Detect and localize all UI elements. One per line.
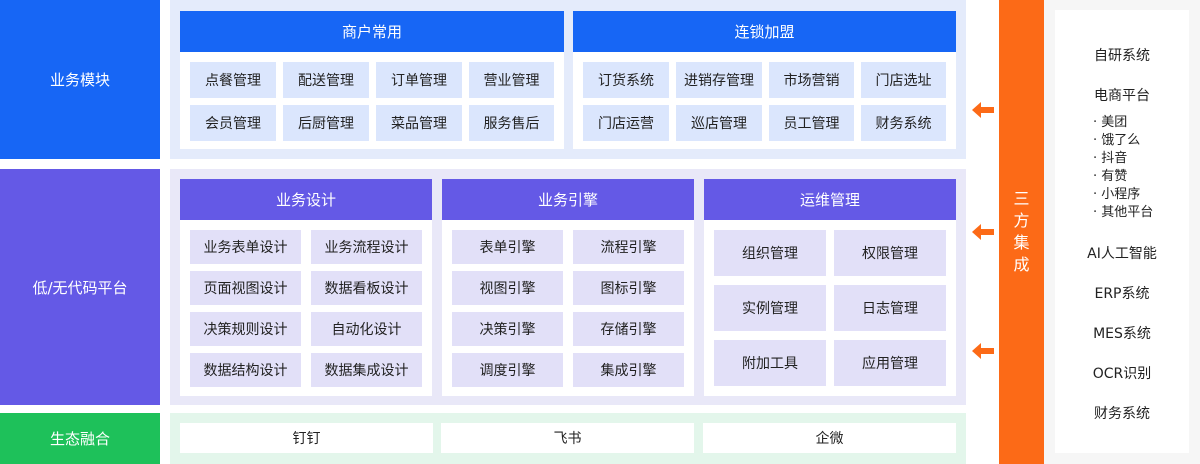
design-item: 业务流程设计 [311,230,422,264]
design-item: 页面视图设计 [190,271,301,305]
chain-header: 连锁加盟 [573,11,956,52]
chain-item: 订货系统 [583,62,669,98]
system-self-dev: 自研系统 [1094,48,1150,64]
engine-item: 视图引擎 [452,271,563,305]
layer-label-business: 业务模块 [0,0,160,159]
systems-panel [1055,10,1189,453]
chain-item: 员工管理 [769,105,854,141]
merchant-item: 营业管理 [469,62,554,98]
ops-item: 权限管理 [834,230,946,276]
engine-item: 图标引擎 [573,271,684,305]
platform-item: · 美团 [1093,115,1128,130]
engine-header: 业务引擎 [442,179,694,220]
arrow-left-icon [972,102,994,118]
third-party-char: 集 [1013,233,1030,252]
design-item: 自动化设计 [311,312,422,346]
engine-item: 存储引擎 [573,312,684,346]
design-item: 决策规则设计 [190,312,301,346]
design-item: 业务表单设计 [190,230,301,264]
layer-label-lowcode: 低/无代码平台 [0,169,160,405]
engine-item: 调度引擎 [452,353,563,387]
system-finance: 财务系统 [1094,406,1150,422]
merchant-item: 菜品管理 [376,105,462,141]
platform-item: · 饿了么 [1093,133,1141,148]
chain-item: 门店运营 [583,105,669,141]
merchant-item: 点餐管理 [190,62,276,98]
engine-item: 流程引擎 [573,230,684,264]
engine-item: 决策引擎 [452,312,563,346]
chain-item: 市场营销 [769,62,854,98]
third-party-char: 成 [1013,255,1030,274]
eco-item-wecom: 企微 [703,423,956,453]
system-ocr: OCR识别 [1092,366,1152,382]
design-item: 数据结构设计 [190,353,301,387]
chain-item: 进销存管理 [676,62,762,98]
system-ai: AI人工智能 [1087,246,1157,262]
engine-item: 集成引擎 [573,353,684,387]
merchant-header: 商户常用 [180,11,564,52]
ops-item: 组织管理 [714,230,826,276]
merchant-item: 配送管理 [283,62,369,98]
merchant-item: 会员管理 [190,105,276,141]
eco-item-dingtalk: 钉钉 [180,423,433,453]
ops-item: 应用管理 [834,340,946,386]
merchant-item: 订单管理 [376,62,462,98]
ops-item: 实例管理 [714,285,826,331]
chain-item: 财务系统 [861,105,946,141]
eco-item-feishu: 飞书 [441,423,694,453]
chain-item: 巡店管理 [676,105,762,141]
platform-item: · 小程序 [1093,187,1141,202]
chain-item: 门店选址 [861,62,946,98]
platform-item: · 抖音 [1093,151,1128,166]
ops-header: 运维管理 [704,179,956,220]
arrow-left-icon [972,343,994,359]
platform-item: · 有赞 [1093,169,1128,184]
system-mes: MES系统 [1093,326,1151,342]
design-item: 数据集成设计 [311,353,422,387]
layer-label-ecosystem: 生态融合 [0,413,160,464]
ops-item: 附加工具 [714,340,826,386]
engine-item: 表单引擎 [452,230,563,264]
design-header: 业务设计 [180,179,432,220]
merchant-item: 后厨管理 [283,105,369,141]
third-party-char: 方 [1013,211,1030,230]
platform-item: · 其他平台 [1093,205,1154,220]
system-erp: ERP系统 [1094,286,1150,302]
arrow-left-icon [972,224,994,240]
ops-item: 日志管理 [834,285,946,331]
merchant-item: 服务售后 [469,105,554,141]
third-party-char: 三 [1013,189,1030,208]
system-ecommerce: 电商平台 [1094,88,1150,104]
third-party-integration-bar: 三 方 集 成 [999,0,1044,464]
design-item: 数据看板设计 [311,271,422,305]
